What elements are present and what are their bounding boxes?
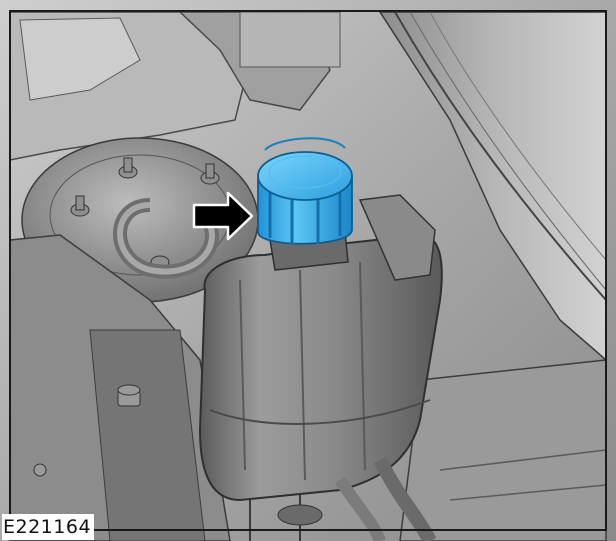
reservoir-cap-icon (257, 137, 353, 245)
fender-edge-line (394, 11, 607, 301)
coolant-reservoir (198, 233, 443, 502)
frame-border (9, 10, 607, 531)
hose-loop-highlight (117, 202, 215, 275)
fender-edge-line-3 (429, 11, 607, 261)
reservoir-mount-tab (358, 194, 436, 281)
reservoir-ribs (239, 261, 366, 481)
figure-id-label: E221164 (2, 514, 95, 540)
reservoir-outlet-fitting (277, 504, 323, 526)
fender-edge-line-2 (409, 11, 607, 291)
rail-bolts (33, 384, 141, 477)
rail-channel (89, 329, 206, 541)
lower-hose (373, 456, 437, 541)
lower-right-ribs (439, 449, 607, 501)
right-arrow-icon (192, 191, 254, 241)
lower-hose-2 (335, 476, 386, 541)
upper-box (239, 11, 341, 68)
bulkhead-recess (19, 17, 141, 101)
reservoir-seam (209, 399, 431, 425)
lower-right-structure (399, 359, 607, 541)
